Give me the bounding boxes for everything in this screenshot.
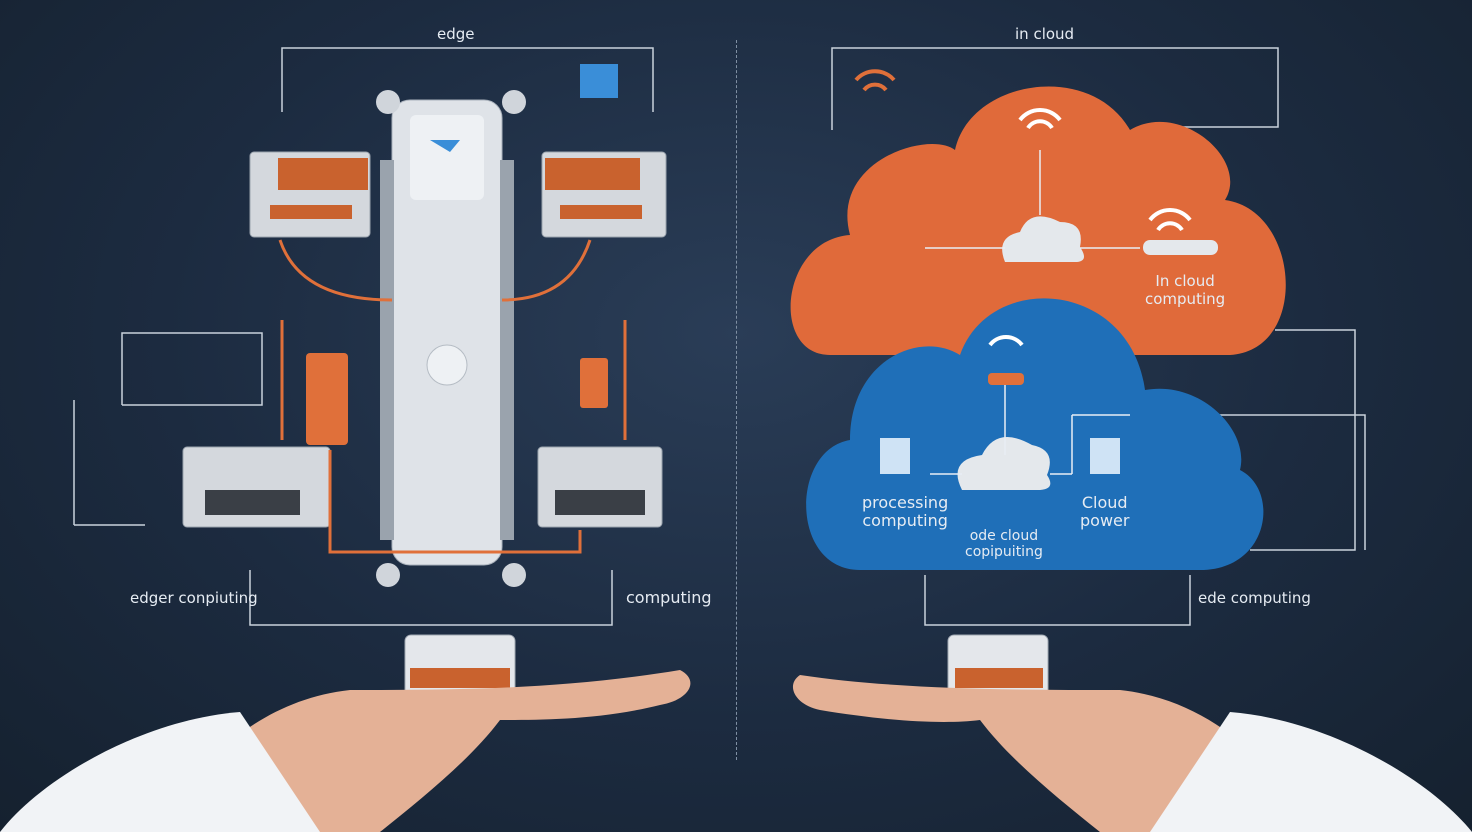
- left-label-right: computing: [626, 588, 712, 607]
- label-line: computing: [862, 511, 948, 530]
- right-frame-lines: [831, 47, 1366, 626]
- right-label-right: ede computing: [1198, 589, 1311, 607]
- label-line: Cloud: [1081, 493, 1128, 512]
- label-line: In cloud: [1155, 272, 1215, 290]
- small-clouds: [957, 216, 1084, 490]
- right-title: in cloud: [1015, 25, 1075, 43]
- left-title: edge: [437, 25, 475, 43]
- wifi-icons: [988, 108, 1192, 347]
- left-frame-lines: [73, 47, 654, 626]
- orange-adapter: [306, 353, 348, 445]
- label-line: copipuiting: [965, 544, 1043, 560]
- edge-server-tower: [376, 90, 526, 587]
- wifi-icon-orange: [854, 69, 896, 92]
- orange-cables: [278, 239, 627, 554]
- label-line: ode cloud: [969, 528, 1039, 544]
- blue-cloud-center-label: ode cloud copipuiting: [965, 528, 1043, 560]
- label-line: computing: [1145, 290, 1226, 308]
- orange-cloud-label: In cloud computing: [1145, 272, 1225, 308]
- window-icon: [580, 64, 618, 98]
- blue-cloud-left-label: processing computing: [862, 494, 948, 530]
- left-label-left: edger conpiuting: [130, 589, 258, 607]
- label-line: processing: [862, 493, 949, 512]
- module-ports: [205, 490, 645, 515]
- orange-adapter: [580, 358, 608, 408]
- right-sleeve: [1150, 712, 1472, 832]
- blue-cloud-right-label: Cloud power: [1080, 494, 1129, 530]
- center-divider: [736, 40, 737, 760]
- device-icon: [880, 438, 910, 474]
- label-line: power: [1080, 511, 1130, 530]
- device-icon: [1090, 438, 1120, 474]
- left-sleeve: [0, 712, 320, 832]
- blue-cloud: [806, 298, 1264, 570]
- module-displays: [270, 158, 642, 219]
